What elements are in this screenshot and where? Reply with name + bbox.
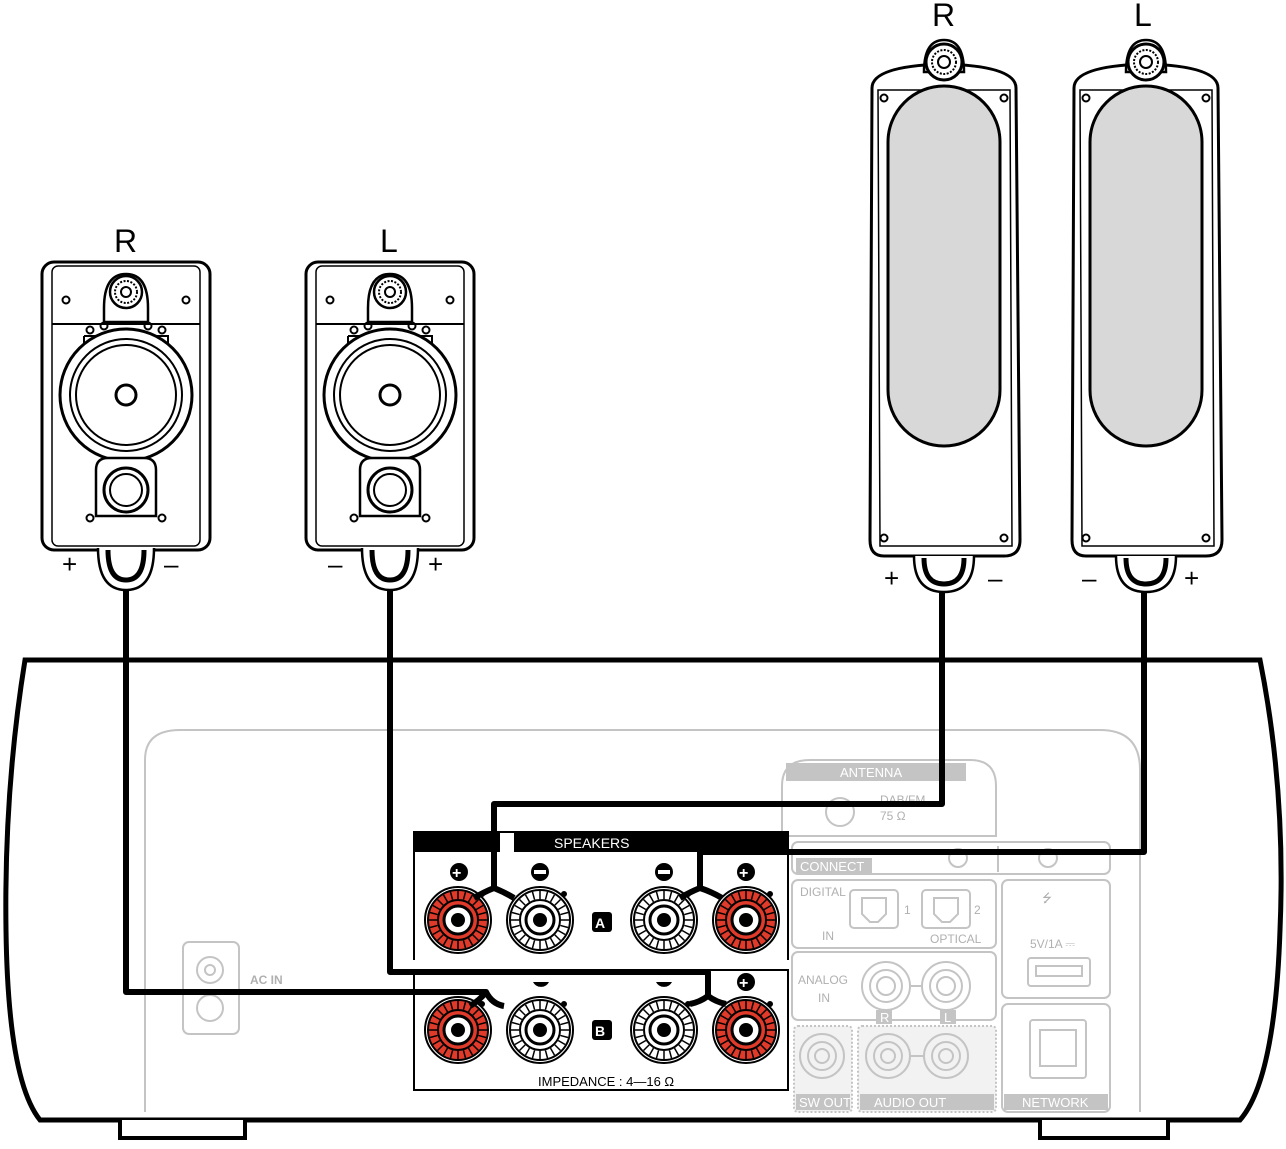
channel-a-label: A [595,915,605,931]
digital-label: DIGITAL [800,885,846,899]
connect-section: CONNECT [791,841,1111,875]
svg-text:+: + [739,865,748,882]
network-section: NETWORK [1001,1003,1111,1113]
digital-in-section: DIGITAL IN 1 2 OPTICAL [791,879,997,949]
digital-in-label: IN [822,929,834,943]
speakers-header-bar [414,832,500,852]
foot-left [118,1120,247,1140]
optical-1-label: 1 [904,903,911,917]
bookshelf-left-minus: – [328,549,343,579]
polarity-marks-b: + [533,973,755,992]
optical-label: OPTICAL [930,932,982,946]
connect-label: CONNECT [800,859,864,874]
optical-2-label: 2 [974,903,981,917]
speakers-terminal-block: SPEAKERS + + + A B IMPEDANCE : 4—16 Ω [413,831,789,1091]
terminal-b-left-plus [712,996,780,1064]
woofer [58,327,194,463]
speaker-cables [123,585,1147,1009]
woofer-grille [1088,84,1204,448]
ac-in-label: AC IN [250,973,283,987]
terminal-a-left-minus [630,886,698,954]
bookshelf-left-label: L [380,223,398,259]
audio-out-section: SW OUT AUDIO OUT [793,1025,997,1113]
analog-label: ANALOG [798,973,848,987]
cable-bookshelf-left [387,585,711,996]
woofer-grille [886,84,1002,448]
terminal-b-right-plus [424,996,492,1064]
terminal-b-right-minus [506,996,574,1064]
antenna-impedance-label: 75 Ω [880,809,906,823]
svg-text:+: + [452,865,461,882]
polarity-marks-a: + + [450,863,755,882]
tower-right-plus: + [884,563,899,593]
audio-out-label: AUDIO OUT [874,1095,946,1110]
tower-left-plus: + [1184,563,1199,593]
inner-panel [144,729,1141,1112]
analog-in-label: IN [818,991,830,1005]
sw-out-label: SW OUT [799,1095,851,1110]
speakers-header-label: SPEAKERS [554,835,629,851]
bookshelf-right-plus: + [62,549,77,579]
analog-l-label: L [944,1010,951,1025]
tower-right-minus: – [988,563,1003,593]
terminal-a-right-minus [506,886,574,954]
tower-left-minus: – [1082,563,1097,593]
bookshelf-left-plus: + [428,549,443,579]
usb-icon: ⭍ [1042,891,1052,905]
network-label: NETWORK [1022,1095,1089,1110]
terminal-a-left-plus [712,886,780,954]
bookshelf-speaker-right: R [40,223,212,592]
bookshelf-speaker-left: L [304,223,476,592]
cable-tower-left [697,585,1147,888]
impedance-label: IMPEDANCE : 4—16 Ω [538,1074,674,1089]
usb-power-label: 5V/1A ⎓ [1030,937,1075,951]
terminal-b-left-minus [630,996,698,1064]
bookshelf-right-label: R [114,223,137,259]
tower-left-label: L [1134,0,1152,33]
svg-text:+: + [739,975,748,992]
bookshelf-right-minus: – [164,549,179,579]
tower-speaker-right: R [868,0,1022,594]
analog-in-section: ANALOG IN R L [791,951,997,1025]
amplifier-rear-panel: AC IN ANTENNA DAB/FM 75 Ω CONNECT DIGITA… [3,657,1284,1140]
foot-right [1038,1120,1170,1140]
woofer [322,327,458,463]
tower-speaker-left: L [1070,0,1224,594]
terminal-a-right-plus [424,886,492,954]
antenna-label: ANTENNA [840,765,902,780]
cable-tower-right [491,585,945,888]
speaker-polarity-labels: + – – + + – – + [62,549,1199,593]
usb-section: ⭍ 5V/1A ⎓ [1001,879,1111,999]
tower-right-label: R [932,0,955,33]
channel-b-label: B [595,1023,605,1039]
analog-r-label: R [880,1010,889,1025]
